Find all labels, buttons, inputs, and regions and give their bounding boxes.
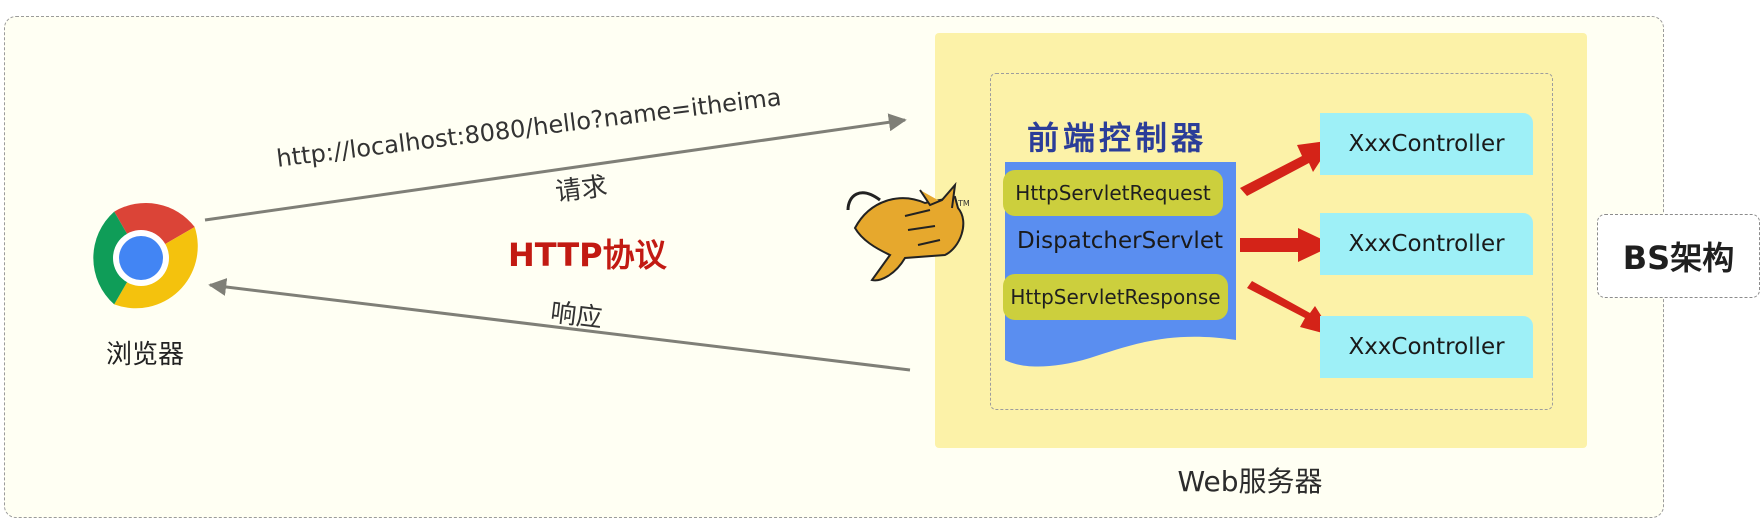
arrow-to-controller-1 (1240, 140, 1334, 196)
front-controller-title: 前端控制器 (1027, 119, 1208, 157)
browser-label: 浏览器 (105, 340, 184, 370)
architecture-label: BS架构 (1597, 214, 1760, 298)
arrow-to-controller-3 (1247, 281, 1334, 336)
http-servlet-response: HttpServletResponse (1003, 274, 1228, 320)
controller-box-3: XxxController (1320, 316, 1533, 378)
svg-text:TM: TM (957, 199, 970, 208)
chrome-icon (93, 202, 198, 309)
tomcat-icon: TM (846, 181, 970, 282)
red-arrows (1240, 140, 1334, 336)
dispatcher-servlet-label: DispatcherServlet (1016, 228, 1223, 254)
controller-box-1: XxxController (1320, 113, 1533, 175)
arrow-to-controller-2 (1240, 228, 1334, 262)
web-server-label: Web服务器 (1177, 465, 1323, 498)
protocol-label: HTTP协议 (508, 236, 667, 274)
response-arrow (208, 278, 911, 372)
front-controller-region (990, 73, 1553, 410)
request-label: 请求 (553, 171, 610, 208)
http-servlet-request: HttpServletRequest (1003, 170, 1223, 216)
controller-box-2: XxxController (1320, 213, 1533, 275)
request-arrow (204, 113, 907, 222)
response-label: 响应 (548, 297, 604, 335)
